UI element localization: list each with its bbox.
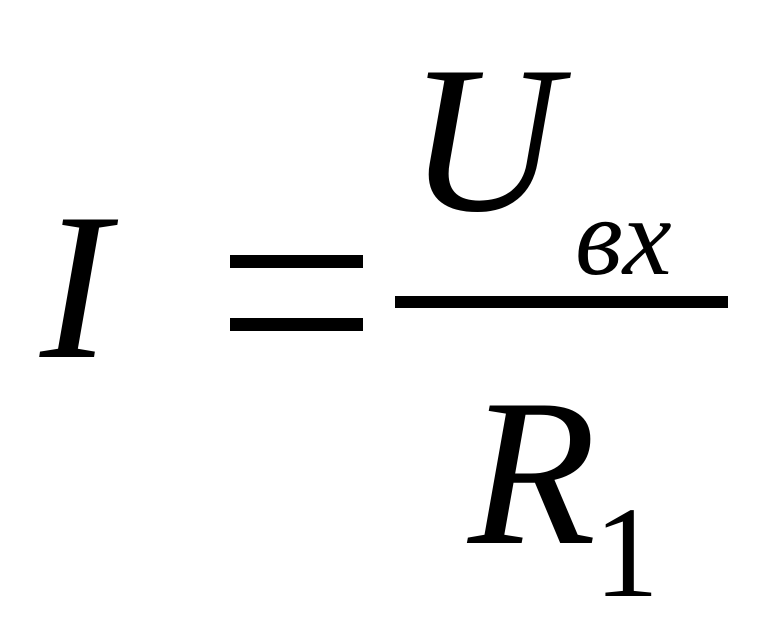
equals-top-bar: [230, 255, 363, 268]
current-symbol: I: [40, 171, 110, 403]
voltage-symbol: U: [408, 24, 560, 256]
resistance-subscript: 1: [594, 481, 659, 625]
fraction-bar: [395, 296, 728, 308]
voltage-subscript: вх: [575, 176, 672, 298]
resistance-symbol: R: [468, 357, 597, 589]
equals-sign: [230, 255, 363, 331]
equals-bottom-bar: [230, 318, 363, 331]
